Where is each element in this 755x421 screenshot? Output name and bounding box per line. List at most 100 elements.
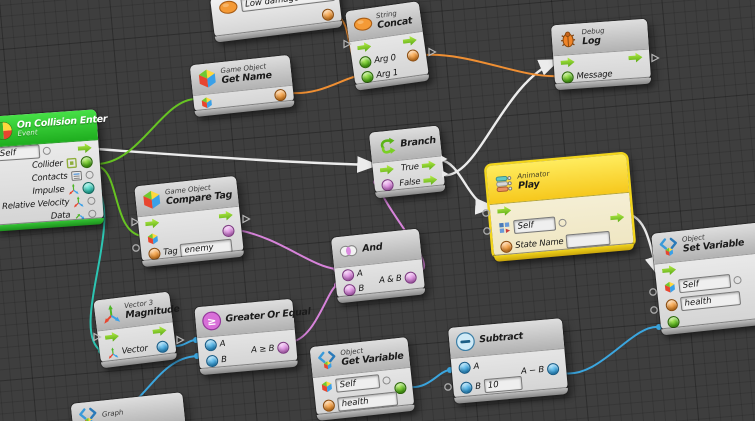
- tag-port[interactable]: [147, 246, 161, 260]
- b-port[interactable]: [205, 354, 219, 368]
- flow-in-port[interactable]: [497, 205, 512, 216]
- port-label: False: [398, 176, 421, 189]
- name-output-port[interactable]: [273, 88, 288, 102]
- port-label: A: [356, 268, 364, 279]
- impulse-port[interactable]: [82, 181, 95, 194]
- flow-out-port[interactable]: [218, 210, 233, 221]
- self-field[interactable]: Self: [513, 215, 557, 234]
- condition-port[interactable]: [380, 178, 395, 192]
- state-name-field[interactable]: [565, 230, 611, 249]
- flow-out-port[interactable]: [402, 35, 417, 47]
- row-right: Collider: [31, 155, 94, 171]
- collider-port[interactable]: [80, 155, 94, 168]
- true-port[interactable]: [421, 160, 436, 171]
- row-left: health: [322, 390, 399, 413]
- cube-icon[interactable]: [663, 280, 676, 293]
- node-header-text: Branch: [400, 135, 437, 150]
- b-port[interactable]: [459, 381, 473, 395]
- node-graph[interactable]: Graph: [70, 392, 186, 421]
- arg1-port[interactable]: [360, 69, 375, 84]
- row-left: [145, 218, 160, 229]
- flow-in-port[interactable]: [662, 265, 677, 276]
- row-left: A: [341, 267, 364, 282]
- brackets-cube-icon: [77, 406, 99, 421]
- cube-icon[interactable]: [200, 96, 213, 109]
- self-field[interactable]: Self: [335, 373, 381, 393]
- string-output-port[interactable]: [321, 8, 335, 22]
- node-title: Log: [581, 34, 602, 47]
- a-port[interactable]: [341, 268, 355, 282]
- arg0-port[interactable]: [358, 54, 373, 69]
- flow-out-port[interactable]: [152, 325, 167, 337]
- row-left: [380, 178, 395, 192]
- flow-out-port[interactable]: [610, 212, 625, 223]
- axis-icon[interactable]: [106, 346, 119, 359]
- node-row: Self: [313, 368, 412, 397]
- node-title: Subtract: [478, 330, 524, 346]
- result-port[interactable]: [221, 223, 236, 238]
- port-label: Tag: [162, 245, 179, 258]
- port-label: Collider: [31, 158, 64, 171]
- a-port[interactable]: [458, 361, 472, 375]
- variable-name-field[interactable]: health: [337, 390, 399, 412]
- row-left: [497, 205, 512, 216]
- contacts-icon: [70, 169, 83, 182]
- magnitude-output-port[interactable]: [155, 340, 170, 354]
- node-body: [193, 86, 294, 112]
- node-row: Collider: [0, 154, 100, 175]
- flow-in-port[interactable]: [379, 164, 394, 175]
- cube-icon[interactable]: [146, 232, 159, 245]
- port-label: Message: [576, 68, 613, 82]
- row-left: A: [458, 361, 480, 375]
- state-name-port[interactable]: [499, 239, 513, 253]
- venn-icon: [338, 240, 360, 262]
- false-port[interactable]: [423, 174, 438, 185]
- message-port[interactable]: [561, 70, 575, 84]
- flow-in-port[interactable]: [357, 41, 372, 53]
- row-left: [357, 41, 372, 53]
- port-label: Arg 0: [373, 52, 397, 66]
- result-port[interactable]: [406, 48, 420, 62]
- axis-icon: [72, 195, 85, 208]
- row-right: Contacts: [31, 168, 94, 184]
- row-right: [610, 212, 625, 223]
- variable-name-port[interactable]: [322, 398, 336, 412]
- node-row: Data: [0, 206, 104, 227]
- a-port[interactable]: [204, 338, 218, 352]
- flow-in-port[interactable]: [560, 57, 575, 68]
- animator-target-icon[interactable]: [498, 221, 511, 234]
- cube-icon[interactable]: [320, 380, 333, 393]
- b-field[interactable]: 10: [483, 375, 523, 394]
- port-label: Data: [50, 209, 71, 222]
- value-input-port[interactable]: [666, 314, 681, 329]
- b-port[interactable]: [342, 283, 357, 297]
- node-string-literal[interactable]: Low damage for: [210, 0, 342, 38]
- variable-name-port[interactable]: [665, 298, 679, 312]
- flow-out-port[interactable]: [77, 143, 92, 154]
- flow-in-port[interactable]: [104, 331, 119, 343]
- flow-out-port[interactable]: [628, 52, 643, 63]
- brackets-cube-icon: [658, 236, 680, 258]
- flow-in-port[interactable]: [145, 218, 160, 229]
